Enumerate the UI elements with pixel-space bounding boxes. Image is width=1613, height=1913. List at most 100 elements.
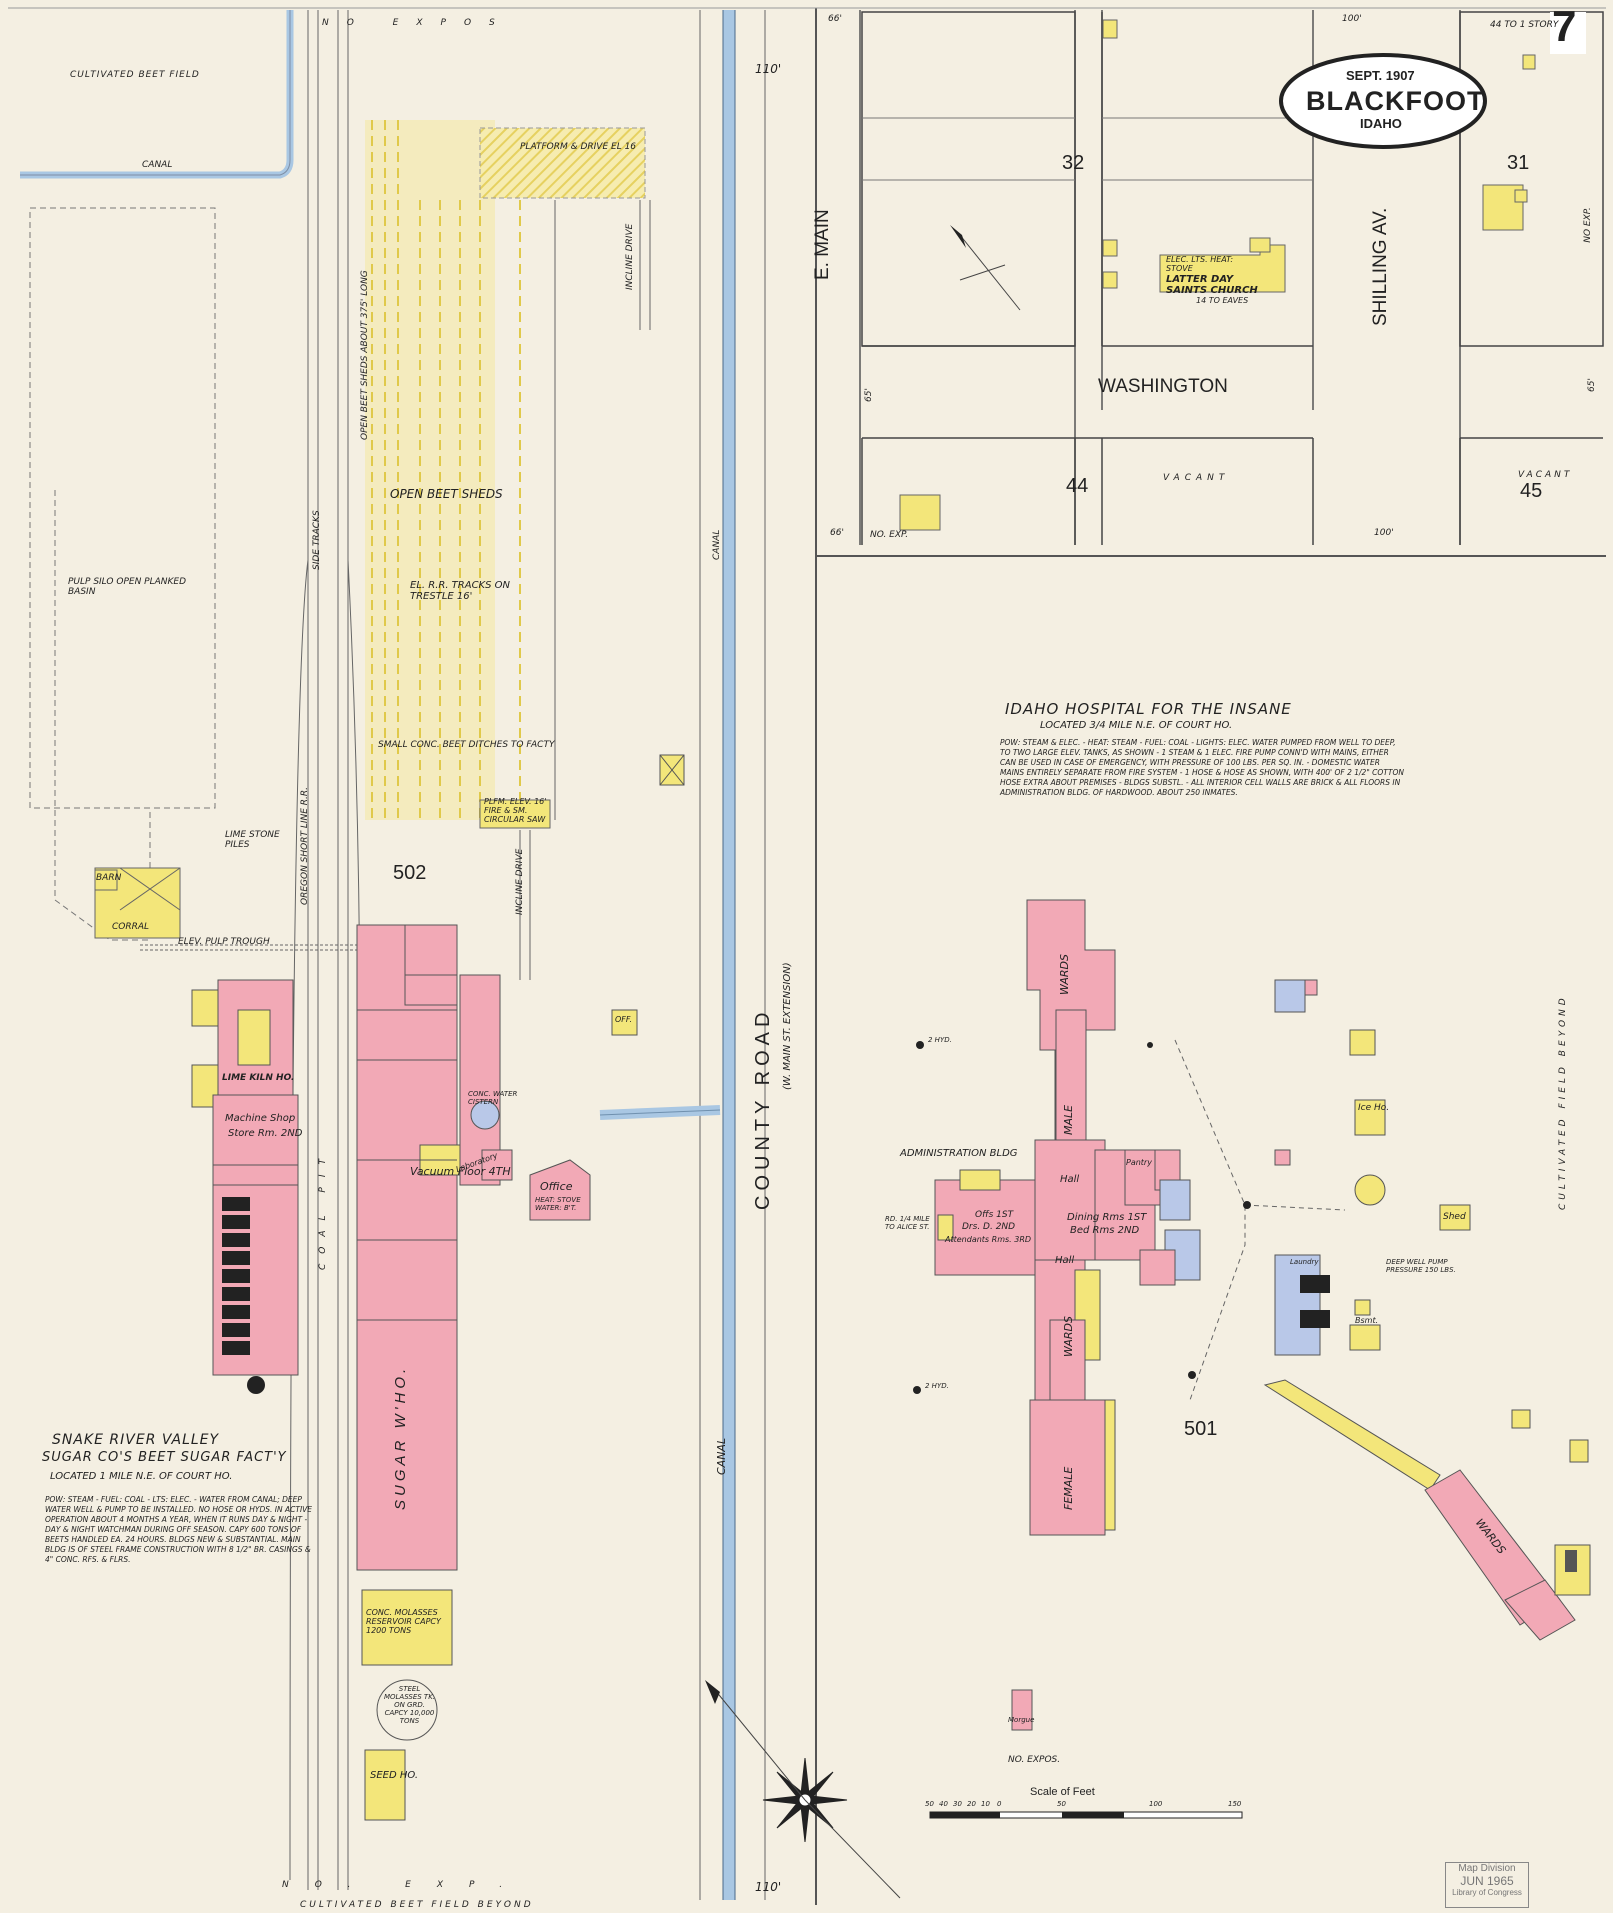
drs-label: Drs. D. 2ND bbox=[962, 1222, 1016, 1232]
hospital-title: IDAHO HOSPITAL FOR THE INSANE bbox=[1005, 700, 1292, 718]
story-note: 44 TO 1 STORY bbox=[1490, 20, 1559, 30]
dining-label: Dining Rms 1ST bbox=[1067, 1212, 1147, 1223]
canal-right: CANAL bbox=[712, 529, 722, 560]
factory-title-2: SUGAR CO'S BEET SUGAR FACT'Y bbox=[42, 1450, 287, 1465]
no-expos-top: NO EXPOS bbox=[322, 18, 513, 28]
seed-ho: SEED HO. bbox=[370, 1770, 419, 1781]
attendants-label: Attendants Rms. 3RD bbox=[945, 1235, 1032, 1244]
sugar-factory-area bbox=[20, 10, 766, 1900]
canal-bottom: CANAL bbox=[715, 1437, 728, 1475]
county-road-sub: (W. MAIN ST. EXTENSION) bbox=[782, 962, 793, 1090]
map-state: IDAHO bbox=[1360, 116, 1402, 131]
hall-2: Hall bbox=[1055, 1255, 1075, 1266]
vacant-1: VACANT bbox=[1163, 473, 1230, 483]
corral-label: CORRAL bbox=[112, 922, 150, 932]
factory-note: POW: STEAM - FUEL: COAL - LTS: ELEC. - W… bbox=[45, 1495, 313, 1564]
no-exp-2: NO EXP. bbox=[1582, 207, 1593, 243]
library-stamp: Map Division JUN 1965 Library of Congres… bbox=[1445, 1862, 1529, 1908]
block-502: 502 bbox=[393, 862, 427, 884]
dim-110-bottom: 110' bbox=[755, 1880, 782, 1894]
county-road-label: COUNTY ROAD bbox=[752, 1007, 774, 1210]
cultivated-beet-field: CULTIVATED BEET FIELD bbox=[70, 70, 200, 80]
dim-100-bottom: 100' bbox=[1374, 528, 1394, 538]
scale-tick: 0 bbox=[997, 1800, 1002, 1808]
bed-rms-label: Bed Rms 2ND bbox=[1070, 1225, 1140, 1236]
small-conc-ditches: SMALL CONC. BEET DITCHES TO FACTY bbox=[378, 740, 555, 750]
molasses-res: CONC. MOLASSES RESERVOIR CAPCY 1200 TONS bbox=[366, 1608, 441, 1635]
factory-loc: LOCATED 1 MILE N.E. OF COURT HO. bbox=[50, 1471, 233, 1482]
pulp-trough: ELEV. PULP TROUGH bbox=[178, 937, 270, 947]
block-501: 501 bbox=[1184, 1418, 1218, 1440]
laundry-label: Laundry bbox=[1290, 1258, 1319, 1266]
scale-tick: 50 bbox=[1057, 1800, 1066, 1808]
sheet-number: 7 bbox=[1552, 2, 1577, 51]
cultivated-field-right: CULTIVATED FIELD BEYOND bbox=[1558, 994, 1568, 1210]
canal-top: CANAL bbox=[142, 160, 173, 170]
stamp-line-1: Map Division bbox=[1458, 1863, 1516, 1874]
block-45: 45 bbox=[1520, 480, 1543, 502]
offs-label: Offs 1ST bbox=[975, 1210, 1014, 1220]
dim-65-right: 65' bbox=[1586, 378, 1597, 392]
map-city-title: BLACKFOOT bbox=[1306, 86, 1485, 116]
scale-title: Scale of Feet bbox=[1030, 1786, 1095, 1798]
morgue-label: Morgue bbox=[1008, 1716, 1035, 1724]
town-blocks bbox=[859, 10, 1604, 545]
no-exp-bottom: NO. EXP. bbox=[282, 1880, 529, 1890]
church-label: LATTER DAY SAINTS CHURCH bbox=[1166, 274, 1258, 296]
vacuum-floor-label: Vacuum Floor 4TH bbox=[410, 1165, 511, 1178]
block-31: 31 bbox=[1507, 152, 1530, 174]
office-label: Office bbox=[540, 1180, 573, 1193]
stamp-line-3: Library of Congress bbox=[1452, 1888, 1522, 1897]
plfm-saw: PLFM. ELEV. 16' FIRE & SM. CIRCULAR SAW bbox=[484, 797, 547, 824]
machine-shop-label: Machine Shop bbox=[225, 1113, 296, 1124]
ice-ho-label: Ice Ho. bbox=[1358, 1103, 1390, 1113]
scale-bar bbox=[929, 1811, 1243, 1819]
hospital-area bbox=[913, 899, 1591, 1731]
pantry-label: Pantry bbox=[1126, 1158, 1152, 1167]
pulp-silo: PULP SILO OPEN PLANKED BASIN bbox=[68, 577, 187, 597]
vacant-2: VACANT bbox=[1518, 470, 1573, 480]
female-label: FEMALE bbox=[1062, 1466, 1075, 1510]
cultivated-bottom: CULTIVATED BEET FIELD BEYOND bbox=[300, 1900, 534, 1910]
hyd-2: 2 HYD. bbox=[925, 1382, 949, 1390]
stamp-line-2: JUN 1965 bbox=[1460, 1874, 1514, 1888]
hyd-1: 2 HYD. bbox=[928, 1036, 952, 1044]
scale-tick: 30 bbox=[953, 1800, 962, 1808]
office-sub: HEAT: STOVE WATER: B'T. bbox=[535, 1196, 581, 1212]
dim-100-top: 100' bbox=[1342, 14, 1362, 24]
dim-65-left: 65' bbox=[863, 388, 874, 402]
side-tracks: SIDE TRACKS bbox=[312, 510, 322, 570]
wards-north: WARDS bbox=[1058, 954, 1071, 995]
scale-tick: 40 bbox=[939, 1800, 948, 1808]
street-shilling: SHILLING AV. bbox=[1370, 207, 1391, 326]
beet-sheds-note: OPEN BEET SHEDS ABOUT 375' LONG bbox=[360, 270, 370, 440]
scale-tick: 20 bbox=[967, 1800, 976, 1808]
no-exp-1: NO. EXP. bbox=[870, 530, 909, 540]
map-date: SEPT. 1907 bbox=[1346, 68, 1415, 83]
dim-110-top: 110' bbox=[755, 62, 782, 76]
scale-tick: 10 bbox=[981, 1800, 990, 1808]
scale-tick: 150 bbox=[1228, 1800, 1242, 1808]
block-32: 32 bbox=[1062, 152, 1085, 174]
coal-pit: COAL PIT bbox=[318, 1149, 328, 1270]
lime-kiln-label: LIME KILN HO. bbox=[222, 1073, 295, 1083]
barn-label: BARN bbox=[96, 873, 122, 883]
scale-tick: 100 bbox=[1149, 1800, 1163, 1808]
store-rm-label: Store Rm. 2ND bbox=[228, 1128, 303, 1139]
off-label: OFF. bbox=[615, 1015, 633, 1024]
incline-drive-bottom: INCLINE DRIVE bbox=[515, 848, 525, 915]
hall-1: Hall bbox=[1060, 1174, 1080, 1185]
lime-stone-piles: LIME STONE PILES bbox=[225, 830, 280, 850]
admin-bldg-label: ADMINISTRATION BLDG bbox=[900, 1148, 1018, 1159]
steel-molasses: STEEL MOLASSES TK. ON GRD. CAPCY 10,000 … bbox=[383, 1685, 436, 1725]
scale-tick: 50 bbox=[925, 1800, 934, 1808]
sugar-wh-label: SUGAR W'HO. bbox=[392, 1364, 409, 1510]
rd-to-alice: RD. 1/4 MILE TO ALICE ST. bbox=[885, 1215, 930, 1231]
dim-66-top: 66' bbox=[828, 14, 842, 24]
shed-label: Shed bbox=[1443, 1212, 1466, 1222]
male-label: MALE bbox=[1062, 1104, 1075, 1135]
no-expos-right: NO. EXPOS. bbox=[1008, 1755, 1061, 1765]
church-heat: ELEC. LTS. HEAT: STOVE bbox=[1166, 255, 1234, 273]
oregon-short-line: OREGON SHORT LINE R.R. bbox=[300, 786, 310, 905]
